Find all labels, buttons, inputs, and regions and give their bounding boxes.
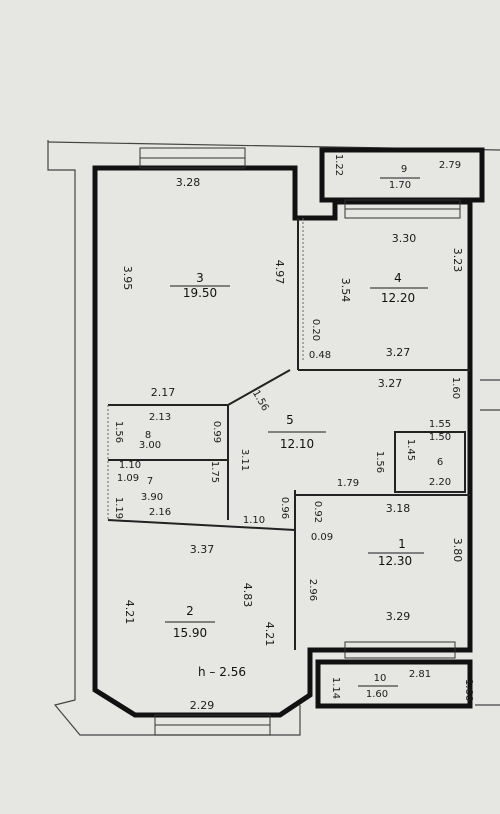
dimension-label: 3.95: [121, 266, 134, 291]
dimension-label: 0.99: [211, 421, 222, 443]
dimension-label: 0.09: [311, 532, 333, 543]
dimension-label: 3.18: [386, 502, 411, 515]
dimension-label: 0.48: [309, 350, 331, 361]
dimension-label: 2.79: [439, 160, 461, 171]
room-2-area: 15.90: [173, 626, 207, 640]
dimension-label: 4.21: [263, 622, 276, 647]
dimension-label: 1.66: [463, 679, 474, 701]
dimension-label: 3.27: [378, 377, 403, 390]
room-3-number: 3: [196, 271, 204, 285]
room-9-area: 1.70: [389, 180, 411, 191]
room-4-area: 12.20: [381, 291, 415, 305]
room-6-area: 2.20: [429, 477, 451, 488]
dimension-label: 3.30: [392, 232, 417, 245]
room-3-area: 19.50: [183, 286, 217, 300]
partitions: [107, 218, 470, 650]
room-labels: 3 19.50 4 12.20 5 12.10 8 3.00 7 3.90 6 …: [139, 164, 451, 700]
room-8-number: 8: [145, 430, 151, 441]
dimension-label: 1.09: [117, 473, 139, 484]
dimension-label: 2.29: [190, 699, 215, 712]
dimension-label: 4.97: [273, 260, 286, 285]
room-5-area: 12.10: [280, 437, 314, 451]
dimension-label: 1.22: [333, 154, 344, 176]
windows: [139, 147, 461, 736]
room-10-area: 1.60: [366, 689, 388, 700]
room-4-number: 4: [394, 271, 402, 285]
dimension-label: 3.27: [386, 346, 411, 359]
dimension-label: 0.92: [312, 501, 323, 523]
dimension-label: 1.55: [429, 419, 451, 430]
balcony-10-wall: [315, 659, 473, 709]
dimension-label: 3.23: [451, 248, 464, 273]
room-8-area: 3.00: [139, 440, 161, 451]
dimension-label: 3.28: [176, 176, 201, 189]
dimension-label: 1.56: [113, 421, 124, 443]
dimension-label: 0.20: [310, 319, 321, 341]
dimension-label: 3.54: [339, 278, 352, 303]
dimension-label: 2.16: [149, 507, 171, 518]
dimension-label: 3.29: [386, 610, 411, 623]
dimension-label: 3.37: [190, 543, 215, 556]
room-9-number: 9: [401, 164, 407, 175]
dimension-label: 3.80: [451, 538, 464, 563]
dimension-label: 4.21: [123, 600, 136, 625]
room-1-number: 1: [398, 537, 406, 551]
dimension-label: 2.96: [307, 579, 318, 601]
dimension-label: 1.56: [250, 388, 271, 413]
dimension-label: 2.13: [149, 412, 171, 423]
dimension-label: 2.81: [409, 669, 431, 680]
room-7-area: 3.90: [141, 492, 163, 503]
dimension-labels: 3.28 3.95 4.97 3.30 3.23 3.54 0.20 0.48 …: [113, 154, 474, 712]
dimension-label: 1.10: [243, 515, 265, 526]
dimension-label: 1.14: [330, 677, 341, 699]
dimension-label: 0.96: [279, 497, 290, 519]
room-2-number: 2: [186, 604, 194, 618]
room-10-number: 10: [374, 673, 387, 684]
ceiling-height: h – 2.56: [198, 665, 246, 679]
exterior-wall: [92, 165, 473, 718]
dimension-label: 4.83: [241, 583, 254, 608]
room-6-number: 6: [437, 457, 443, 468]
dimension-label: 1.56: [374, 451, 385, 473]
room-5-number: 5: [286, 413, 294, 427]
dimension-label: 1.79: [337, 478, 359, 489]
room-1-area: 12.30: [378, 554, 412, 568]
dimension-label: 2.17: [151, 386, 176, 399]
dimension-label: 3.11: [239, 449, 250, 471]
dimension-label: 1.19: [113, 497, 124, 519]
dimension-label: 1.45: [405, 439, 416, 461]
dimension-label: 1.10: [119, 460, 141, 471]
dimension-label: 1.60: [450, 377, 461, 399]
room-7-number: 7: [147, 476, 153, 487]
dimension-label: 1.50: [429, 432, 451, 443]
dimension-label: 1.75: [209, 461, 220, 483]
balcony-9-wall: [319, 147, 485, 203]
